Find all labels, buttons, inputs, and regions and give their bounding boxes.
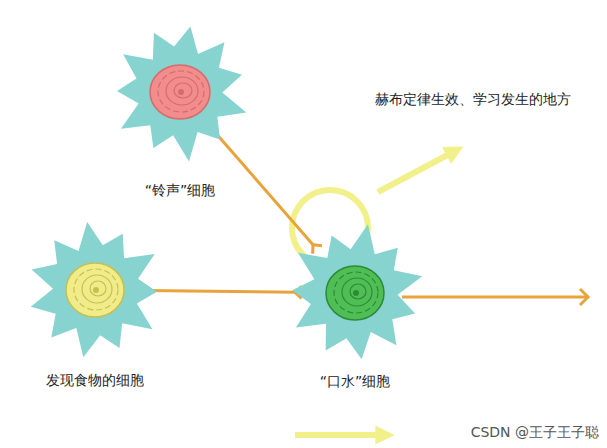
cell-label: 发现食物的细胞	[21, 372, 169, 389]
annotation: 赫布定律生效、学习发生的地方	[375, 91, 571, 109]
cell-shape	[25, 220, 165, 360]
nucleus-ring	[82, 275, 112, 303]
axon-line	[145, 291, 297, 293]
bottom-arrow	[295, 432, 385, 438]
neuron-cell: “铃声”细胞	[110, 22, 250, 199]
nucleolus	[93, 287, 99, 293]
nucleus	[66, 263, 124, 317]
neuron-cell: “口水”细胞	[285, 223, 425, 390]
pointer-arrow	[378, 151, 455, 192]
axon-terminal	[580, 289, 588, 305]
nucleus-ring	[174, 83, 192, 98]
cell-body	[31, 222, 157, 357]
nucleus-ring	[334, 272, 378, 313]
cell-label: “铃声”细胞	[106, 182, 254, 199]
cell-body	[117, 27, 246, 162]
neuron-cell: 发现食物的细胞	[25, 220, 165, 389]
nucleus-ring	[350, 284, 366, 299]
axon-connector	[214, 131, 322, 254]
axon-line	[214, 131, 314, 246]
axon	[402, 296, 588, 299]
nucleus	[326, 266, 384, 320]
nucleus-ring	[158, 71, 204, 112]
synapse-terminal	[313, 245, 322, 254]
cell-shape	[285, 223, 425, 363]
nucleus-ring	[90, 281, 106, 296]
nucleus-ring	[342, 278, 372, 306]
watermark: CSDN @王子王子聪	[471, 424, 599, 442]
cell-shape	[110, 22, 250, 162]
nucleus	[150, 65, 210, 119]
axon-connector	[145, 286, 302, 298]
nucleus-ring	[74, 269, 118, 310]
cell-body	[292, 224, 422, 359]
cell-label: “口水”细胞	[281, 373, 429, 390]
nucleolus	[178, 89, 184, 95]
nucleus-ring	[166, 77, 198, 105]
nucleolus	[353, 290, 359, 296]
